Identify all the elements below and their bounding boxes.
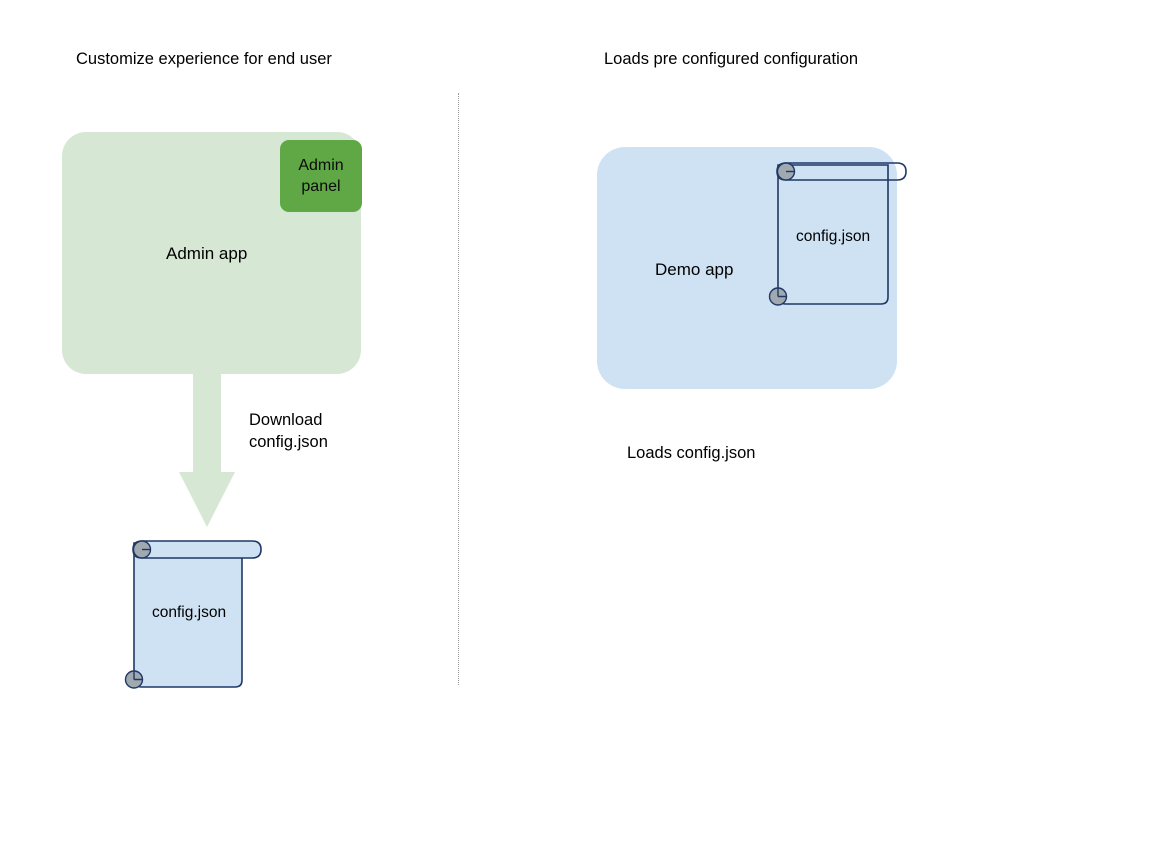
download-arrow-icon	[179, 372, 235, 527]
config-json-label-right: config.json	[796, 228, 871, 245]
left-section-title: Customize experience for end user	[76, 50, 332, 68]
right-section-title: Loads pre configured configuration	[604, 50, 859, 68]
admin-panel-chip-label: Admin panel	[298, 155, 343, 197]
demo-app-label: Demo app	[655, 260, 734, 279]
vertical-dotted-divider	[458, 93, 459, 685]
download-caption-line2: config.json	[249, 433, 328, 451]
demo-app-container	[597, 147, 897, 389]
download-arrow-caption: Download config.json	[249, 409, 328, 453]
admin-panel-chip[interactable]: Admin panel	[280, 140, 362, 212]
admin-panel-chip-line2: panel	[301, 178, 341, 195]
loads-config-caption: Loads config.json	[627, 444, 756, 462]
config-json-document-right[interactable]	[762, 150, 912, 315]
config-json-label-left: config.json	[152, 604, 227, 621]
admin-panel-chip-line1: Admin	[298, 157, 344, 174]
admin-app-label: Admin app	[166, 244, 248, 263]
config-json-document-left[interactable]	[118, 528, 268, 698]
download-caption-line1: Download	[249, 411, 323, 429]
